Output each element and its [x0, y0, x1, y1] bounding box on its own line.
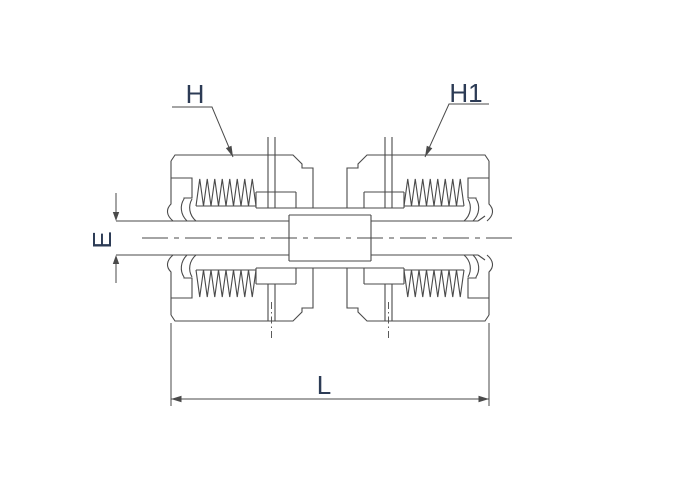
dim-e-arrow-top — [112, 212, 120, 221]
leader-h-line — [172, 106, 234, 158]
right-port-bore — [371, 215, 486, 261]
gauge-hole-lines-bottom-right — [384, 284, 393, 321]
label-l: L — [317, 370, 331, 400]
right-fitting-bottom — [329, 237, 494, 322]
dimension-l — [170, 323, 490, 406]
gauge-hole-lines-top-right — [384, 137, 393, 208]
leader-h1-line — [424, 103, 489, 158]
dim-l-arrow-left — [171, 395, 182, 403]
label-h: H — [186, 79, 205, 109]
dim-l-arrow-right — [478, 395, 489, 403]
linework — [112, 103, 517, 406]
leader-h — [172, 106, 234, 158]
leader-h1 — [424, 103, 489, 158]
dim-e-arrow-bottom — [112, 255, 120, 264]
leader-h-arrow — [225, 145, 233, 157]
leader-h1-arrow — [425, 145, 433, 157]
left-fitting-top — [166, 154, 331, 239]
right-fitting-top — [329, 154, 494, 239]
tube-stub — [116, 220, 289, 256]
gauge-hole-lines-top-left — [267, 137, 276, 208]
gauge-hole-lines-bottom-left — [267, 284, 276, 321]
dimension-e — [112, 193, 120, 283]
label-h1: H1 — [449, 78, 482, 108]
label-e: E — [87, 231, 117, 248]
dim-l-extension-lines — [170, 323, 490, 406]
left-fitting-bottom — [166, 237, 331, 322]
